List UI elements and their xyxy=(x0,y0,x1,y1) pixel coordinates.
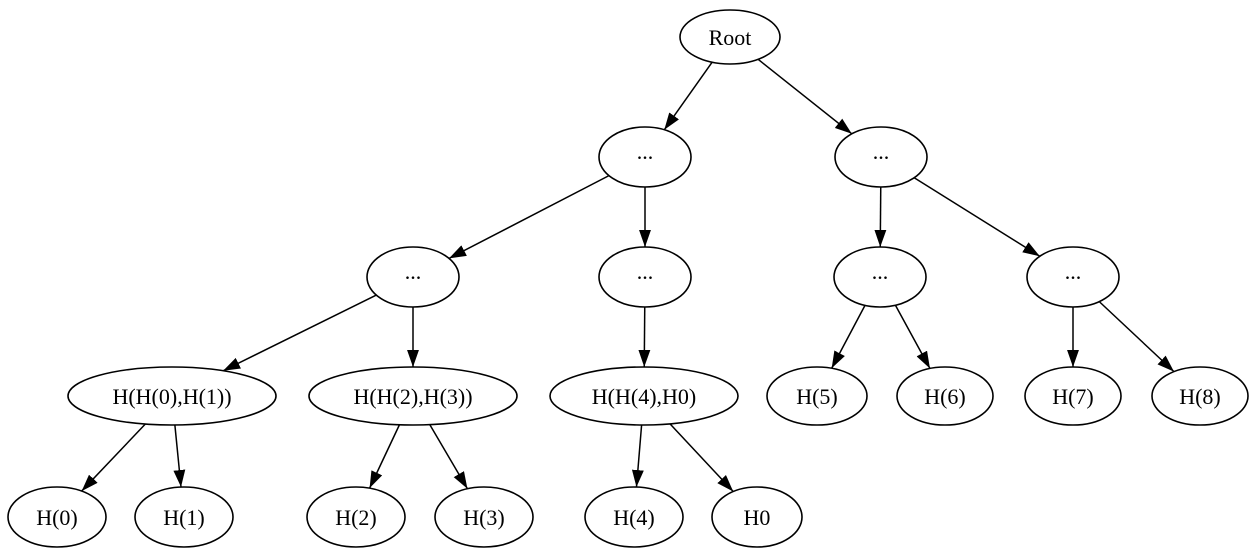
node-ellipse xyxy=(308,366,518,426)
node-label: H0 xyxy=(744,505,771,530)
node-label: H(8) xyxy=(1179,384,1221,409)
tree-node-h7: H(7) xyxy=(1024,366,1122,426)
node-ellipse xyxy=(134,486,234,548)
node-label: H(1) xyxy=(163,505,205,530)
node-ellipse xyxy=(834,126,928,188)
node-label: ... xyxy=(1065,259,1082,284)
node-ellipse xyxy=(1024,366,1122,426)
tree-node-root: Root xyxy=(679,9,781,65)
tree-edge-root-n2a xyxy=(663,61,713,131)
node-label: H(3) xyxy=(463,505,505,530)
node-label: H(4) xyxy=(613,505,655,530)
tree-node-h8: H(8) xyxy=(1151,366,1249,426)
node-label: ... xyxy=(872,259,889,284)
tree-edge-h01-h1 xyxy=(173,424,186,488)
node-label: H(0) xyxy=(36,505,78,530)
node-ellipse xyxy=(434,486,534,548)
node-ellipse xyxy=(584,486,684,548)
node-ellipse xyxy=(1151,366,1249,426)
tree-node-n3d: ... xyxy=(1026,246,1120,308)
tree-edge-n3c-h5 xyxy=(831,305,866,369)
tree-node-h0: H(0) xyxy=(7,486,107,548)
tree-edge-h01-h0 xyxy=(81,423,146,492)
tree-edge-n3d-h8 xyxy=(1098,301,1175,373)
node-ellipse xyxy=(598,246,692,308)
tree-edge-n2a-n3a xyxy=(448,174,610,260)
tree-edge-h23-h3 xyxy=(429,424,469,490)
tree-node-h2: H(2) xyxy=(306,486,406,548)
tree-edge-h4h0-h4 xyxy=(631,424,644,488)
tree-node-h0pad: H0 xyxy=(711,486,803,548)
nodes-layer: Root.................. H(H(0),H(1)) H(H(2)… xyxy=(7,9,1249,548)
node-ellipse xyxy=(7,486,107,548)
tree-node-h3: H(3) xyxy=(434,486,534,548)
tree-node-n3c: ... xyxy=(833,246,927,308)
node-label: ... xyxy=(637,259,654,284)
tree-node-n2a: ... xyxy=(598,126,692,188)
tree-edge-h23-h2 xyxy=(368,424,401,489)
node-ellipse xyxy=(711,486,803,548)
edges-layer xyxy=(81,58,1175,493)
tree-edge-n2b-n3c xyxy=(874,186,887,248)
node-ellipse xyxy=(896,366,994,426)
node-ellipse xyxy=(549,366,739,426)
node-ellipse xyxy=(1026,246,1120,308)
node-ellipse xyxy=(679,9,781,65)
tree-node-h1: H(1) xyxy=(134,486,234,548)
node-label: H(6) xyxy=(924,384,966,409)
tree-node-h6: H(6) xyxy=(896,366,994,426)
node-ellipse xyxy=(833,246,927,308)
node-ellipse xyxy=(598,126,692,188)
node-label: H(5) xyxy=(796,384,838,409)
tree-node-n2b: ... xyxy=(834,126,928,188)
node-label: H(7) xyxy=(1052,384,1094,409)
node-label: Root xyxy=(709,25,752,50)
tree-edge-n3a-h01 xyxy=(222,294,377,372)
node-label: ... xyxy=(405,259,422,284)
node-label: ... xyxy=(873,139,890,164)
tree-node-h01: H(H(0),H(1)) xyxy=(67,366,277,426)
tree-node-h4: H(4) xyxy=(584,486,684,548)
tree-edge-n3b-h4h0 xyxy=(638,306,651,368)
node-label: H(H(4),H0) xyxy=(592,384,696,409)
tree-node-n3b: ... xyxy=(598,246,692,308)
node-ellipse xyxy=(67,366,277,426)
node-label: H(H(2),H(3)) xyxy=(353,384,472,409)
tree-node-h4h0: H(H(4),H0) xyxy=(549,366,739,426)
node-label: ... xyxy=(637,139,654,164)
tree-edge-root-n2b xyxy=(757,58,853,135)
tree-edge-h4h0-h0pad xyxy=(669,423,734,493)
node-label: H(H(0),H(1)) xyxy=(112,384,231,409)
tree-edge-n2b-n3d xyxy=(913,177,1041,257)
tree-node-h5: H(5) xyxy=(766,366,868,426)
node-ellipse xyxy=(306,486,406,548)
tree-node-h23: H(H(2),H(3)) xyxy=(308,366,518,426)
tree-node-n3a: ... xyxy=(366,246,460,308)
tree-edge-n3c-h6 xyxy=(894,304,931,369)
node-label: H(2) xyxy=(335,505,377,530)
node-ellipse xyxy=(766,366,868,426)
node-ellipse xyxy=(366,246,460,308)
